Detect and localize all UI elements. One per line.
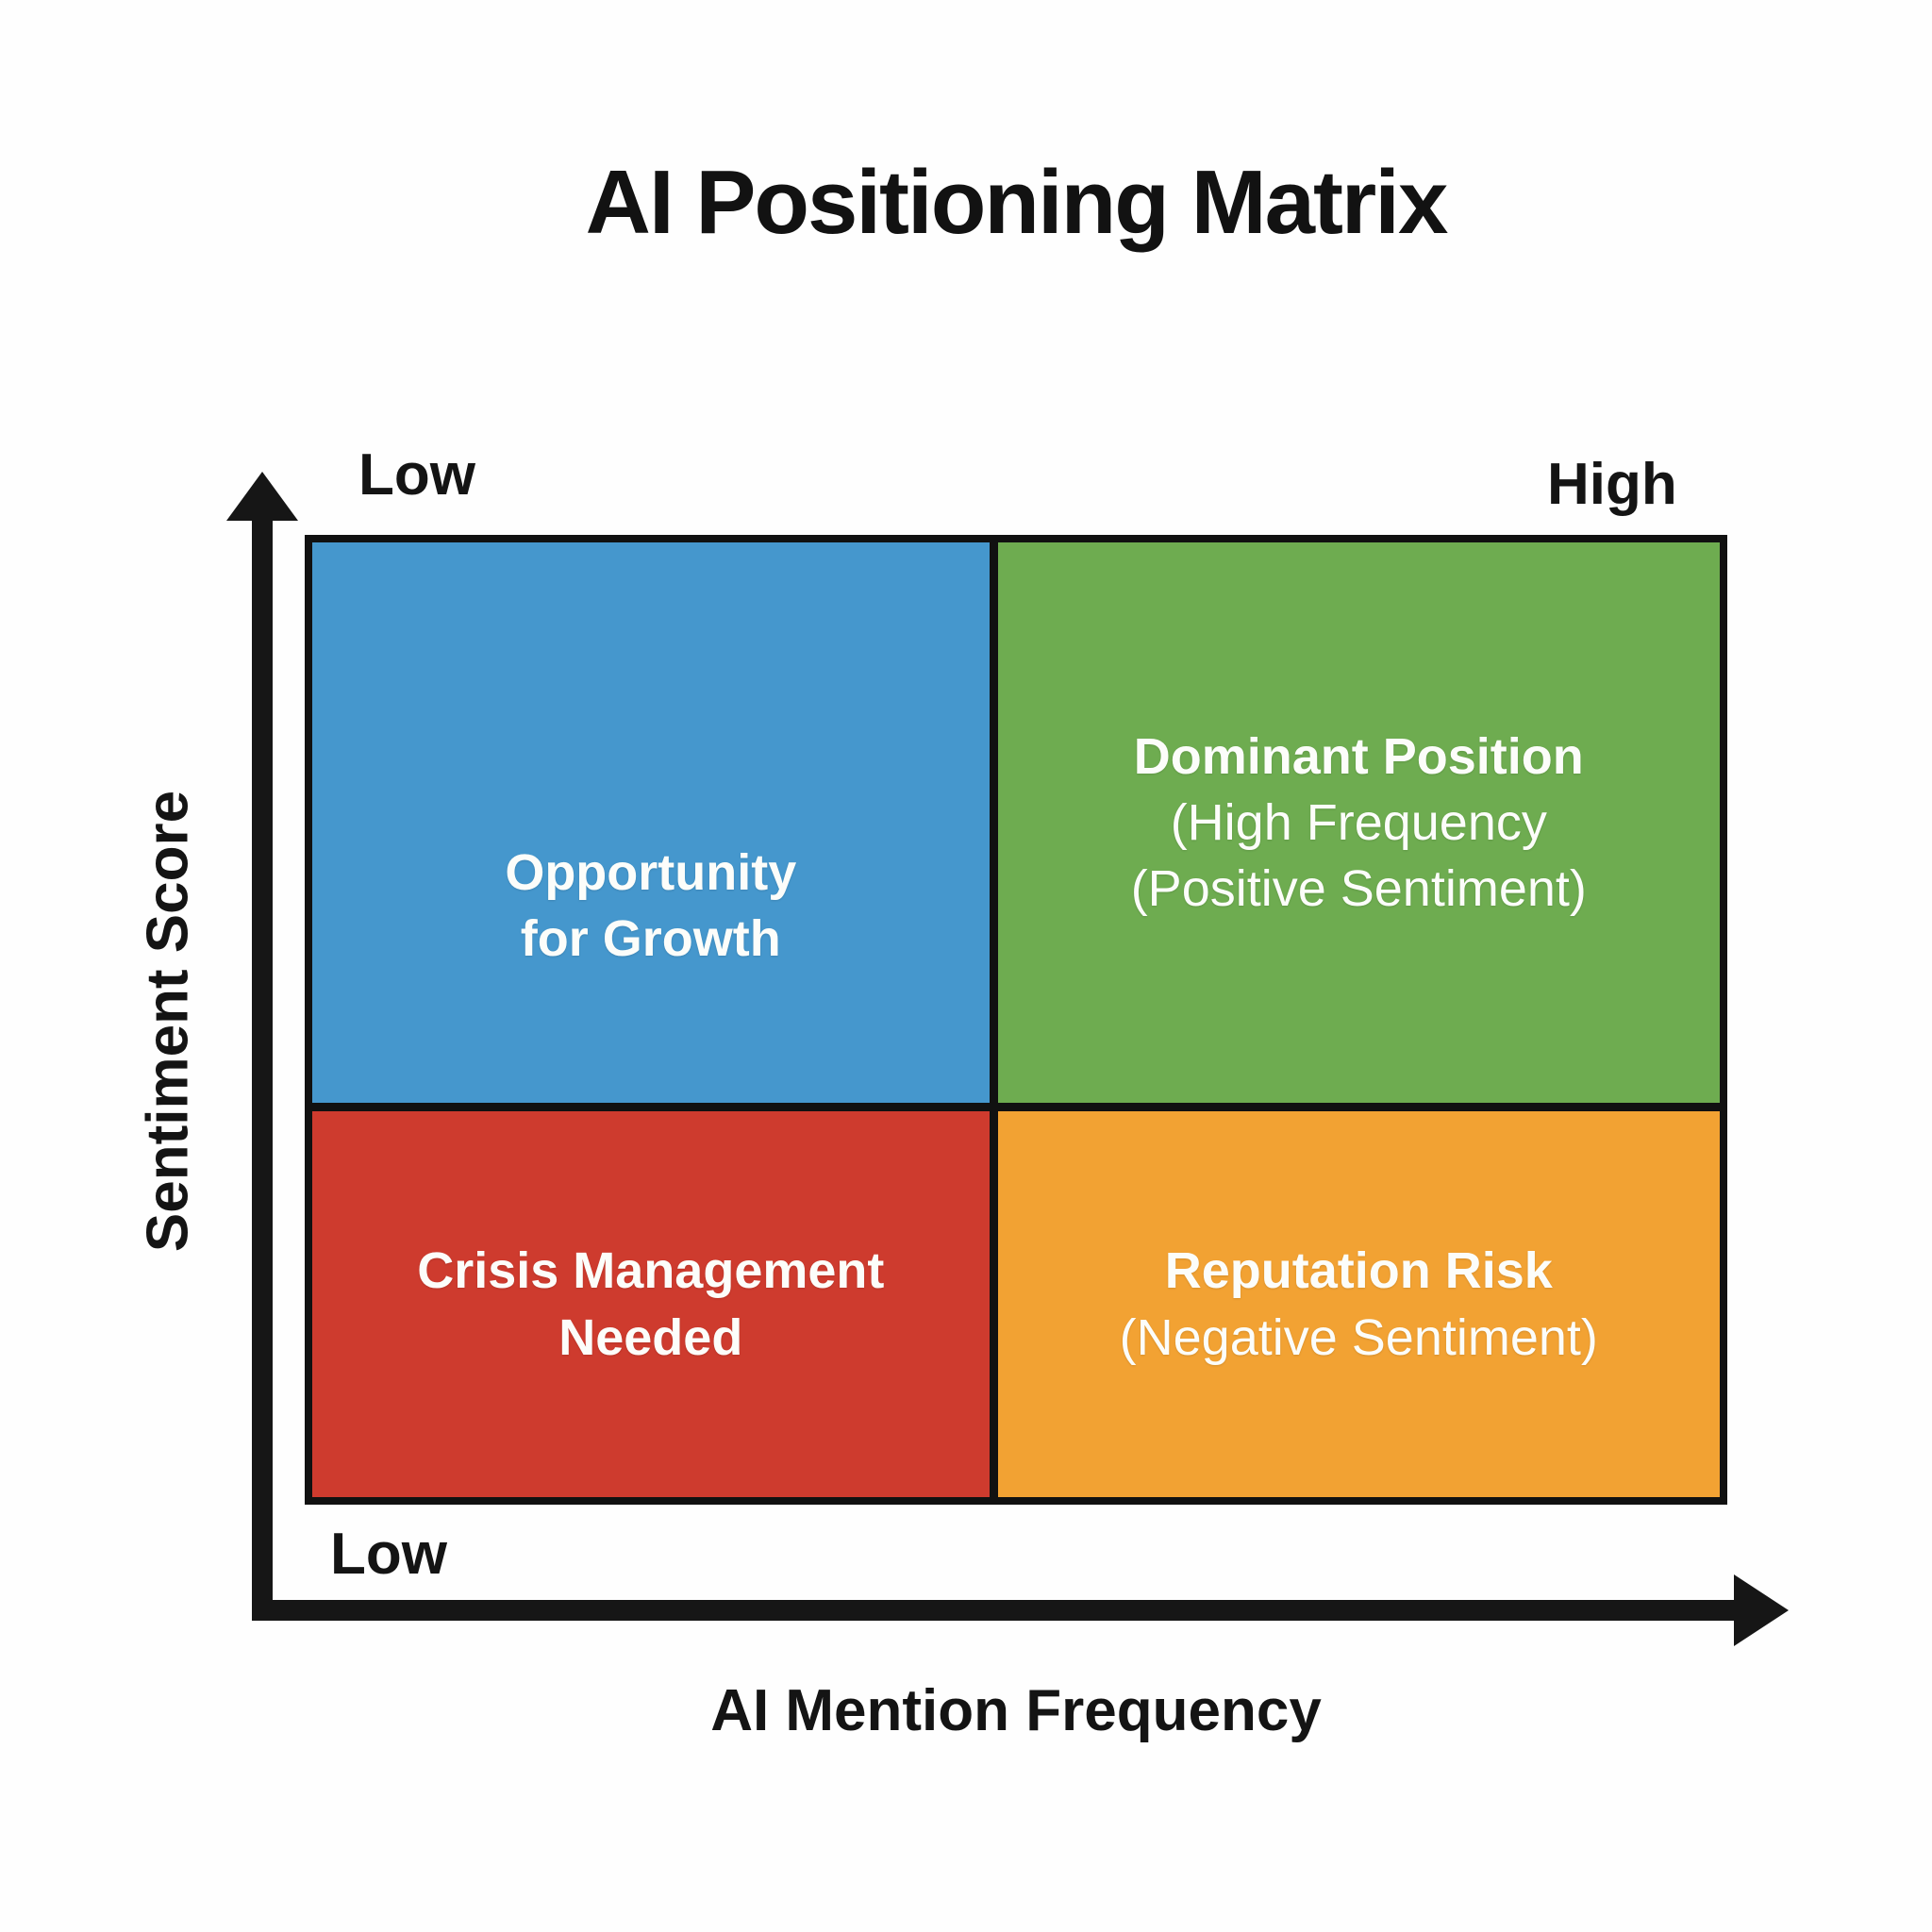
- quadrant-matrix: Opportunity for Growth Dominant Position…: [305, 535, 1727, 1505]
- y-axis-arrowhead-icon: [226, 472, 298, 521]
- quadrant-label: Opportunity for Growth: [505, 840, 796, 972]
- quadrant-crisis-management: Crisis Management Needed: [312, 1111, 998, 1497]
- y-axis-title: Sentiment Score: [135, 790, 201, 1253]
- y-axis-low-label-bottom: Low: [330, 1522, 447, 1587]
- quadrant-label-line: Needed: [558, 1308, 743, 1366]
- x-axis-low-label-top: Low: [358, 442, 475, 508]
- x-axis-title: AI Mention Frequency: [710, 1678, 1322, 1743]
- quadrant-opportunity-for-growth: Opportunity for Growth: [312, 542, 998, 1112]
- quadrant-dominant-position: Dominant Position (High Frequency (Posit…: [997, 542, 1720, 1112]
- quadrant-label: Dominant Position (High Frequency (Posit…: [1131, 724, 1587, 923]
- x-axis-arrowhead-icon: [1734, 1574, 1789, 1646]
- quadrant-reputation-risk: Reputation Risk (Negative Sentiment): [997, 1111, 1720, 1497]
- y-axis-line: [252, 519, 273, 1621]
- quadrant-label-line: Reputation Risk: [1164, 1242, 1553, 1300]
- page-title: AI Positioning Matrix: [585, 152, 1449, 253]
- quadrant-label-line: (Negative Sentiment): [1119, 1308, 1598, 1366]
- x-axis-line: [252, 1600, 1734, 1621]
- quadrant-label-line: (High Frequency: [1170, 793, 1547, 851]
- quadrant-label-line: Dominant Position: [1133, 727, 1584, 785]
- quadrant-label-line: for Growth: [520, 910, 781, 968]
- x-axis-high-label: High: [1547, 452, 1677, 517]
- quadrant-label: Crisis Management Needed: [417, 1238, 884, 1370]
- quadrant-label-line: Crisis Management: [417, 1242, 885, 1300]
- quadrant-label: Reputation Risk (Negative Sentiment): [1120, 1238, 1598, 1370]
- quadrant-label-line: (Positive Sentiment): [1130, 860, 1587, 918]
- quadrant-label-line: Opportunity: [505, 843, 797, 901]
